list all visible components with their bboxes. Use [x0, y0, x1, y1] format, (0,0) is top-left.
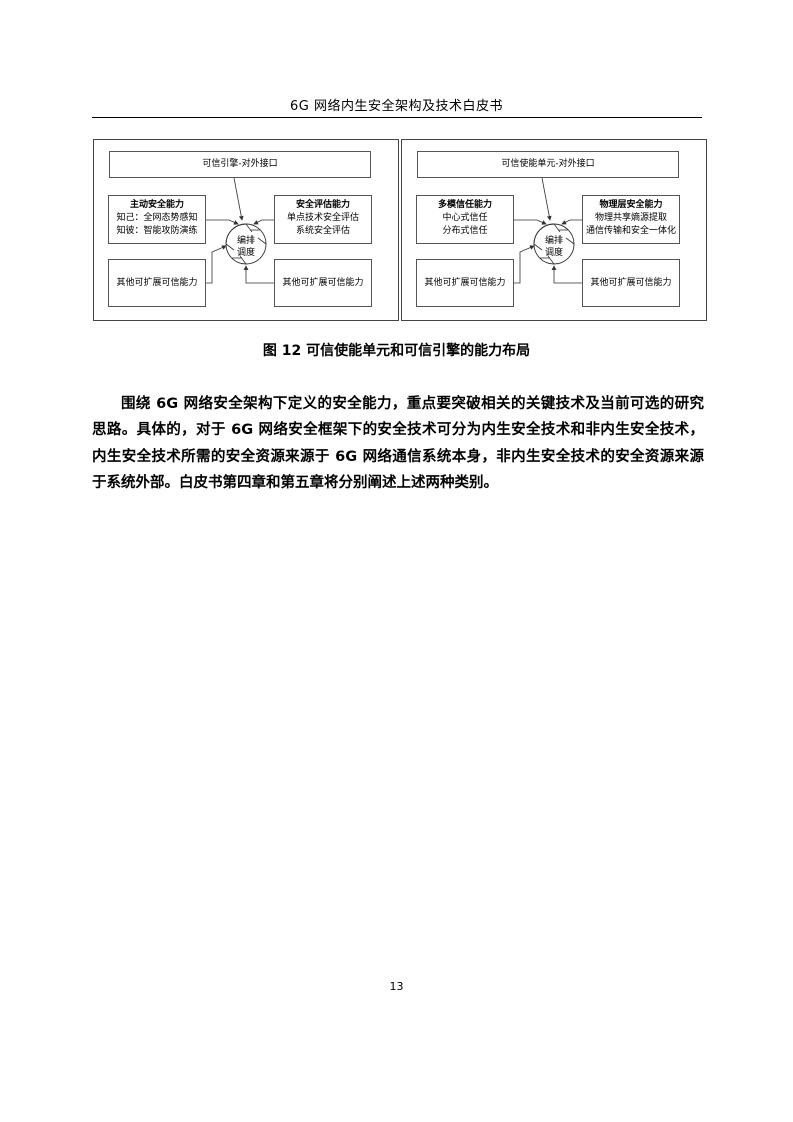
diagram-connectors — [206, 177, 274, 284]
capability-box-security-assessment: 安全评估能力 单点技术安全评估 系统安全评估 — [274, 195, 372, 244]
capability-title: 安全评估能力 — [295, 200, 350, 210]
capability-line: 知彼：智能攻防演练 — [116, 226, 198, 236]
hub-label-line: 调度 — [236, 248, 255, 258]
page-number: 13 — [389, 980, 404, 993]
capability-line: 通信传输和安全一体化 — [585, 226, 676, 236]
header-title: 6G 网络内生安全架构及技术白皮书 — [290, 99, 503, 114]
hub-label-line: 调度 — [544, 248, 563, 258]
hub-label: 编排 调度 — [229, 235, 263, 259]
capability-line: 中心式信任 — [442, 213, 488, 223]
orchestration-hub-icon — [225, 223, 267, 265]
hub-label: 编排 调度 — [537, 235, 571, 259]
extension-box: 其他可扩展可信能力 — [416, 259, 514, 307]
capability-title: 物理层安全能力 — [599, 200, 663, 210]
figure-panel-trust-engine: 可信引擎-对外接口 主动安全能力 知己：全网态势感知 知彼：智能攻防演练 安全评… — [93, 139, 399, 321]
extension-box: 其他可扩展可信能力 — [108, 259, 206, 307]
body-paragraph: 围绕 6G 网络安全架构下定义的安全能力，重点要突破相关的关键技术及当前可选的研… — [92, 395, 704, 492]
orchestration-hub-icon — [533, 223, 575, 265]
extension-box: 其他可扩展可信能力 — [582, 259, 680, 307]
figure-panel-trust-enabling-unit: 可信使能单元-对外接口 多模信任能力 中心式信任 分布式信任 物理层安全能力 物… — [401, 139, 707, 321]
hub-label-line: 编排 — [236, 236, 255, 246]
figure-caption: 图 12 可信使能单元和可信引擎的能力布局 — [262, 343, 531, 359]
capability-title: 多模信任能力 — [437, 200, 492, 210]
capability-box-active-security: 主动安全能力 知己：全网态势感知 知彼：智能攻防演练 — [108, 195, 206, 244]
capability-line: 单点技术安全评估 — [286, 213, 359, 223]
extension-box: 其他可扩展可信能力 — [274, 259, 372, 307]
header-rule — [92, 117, 702, 118]
diagram-connectors — [514, 177, 582, 284]
external-interface-box: 可信引擎-对外接口 — [109, 151, 371, 178]
external-interface-box: 可信使能单元-对外接口 — [417, 151, 679, 178]
capability-line: 物理共享熵源提取 — [594, 213, 667, 223]
capability-title: 主动安全能力 — [129, 200, 184, 210]
capability-box-physical-layer-security: 物理层安全能力 物理共享熵源提取 通信传输和安全一体化 — [582, 195, 680, 244]
capability-line: 系统安全评估 — [295, 226, 350, 236]
hub-label-line: 编排 — [544, 236, 563, 246]
capability-line: 知己：全网态势感知 — [116, 213, 198, 223]
capability-box-multimode-trust: 多模信任能力 中心式信任 分布式信任 — [416, 195, 514, 244]
capability-line: 分布式信任 — [442, 226, 488, 236]
